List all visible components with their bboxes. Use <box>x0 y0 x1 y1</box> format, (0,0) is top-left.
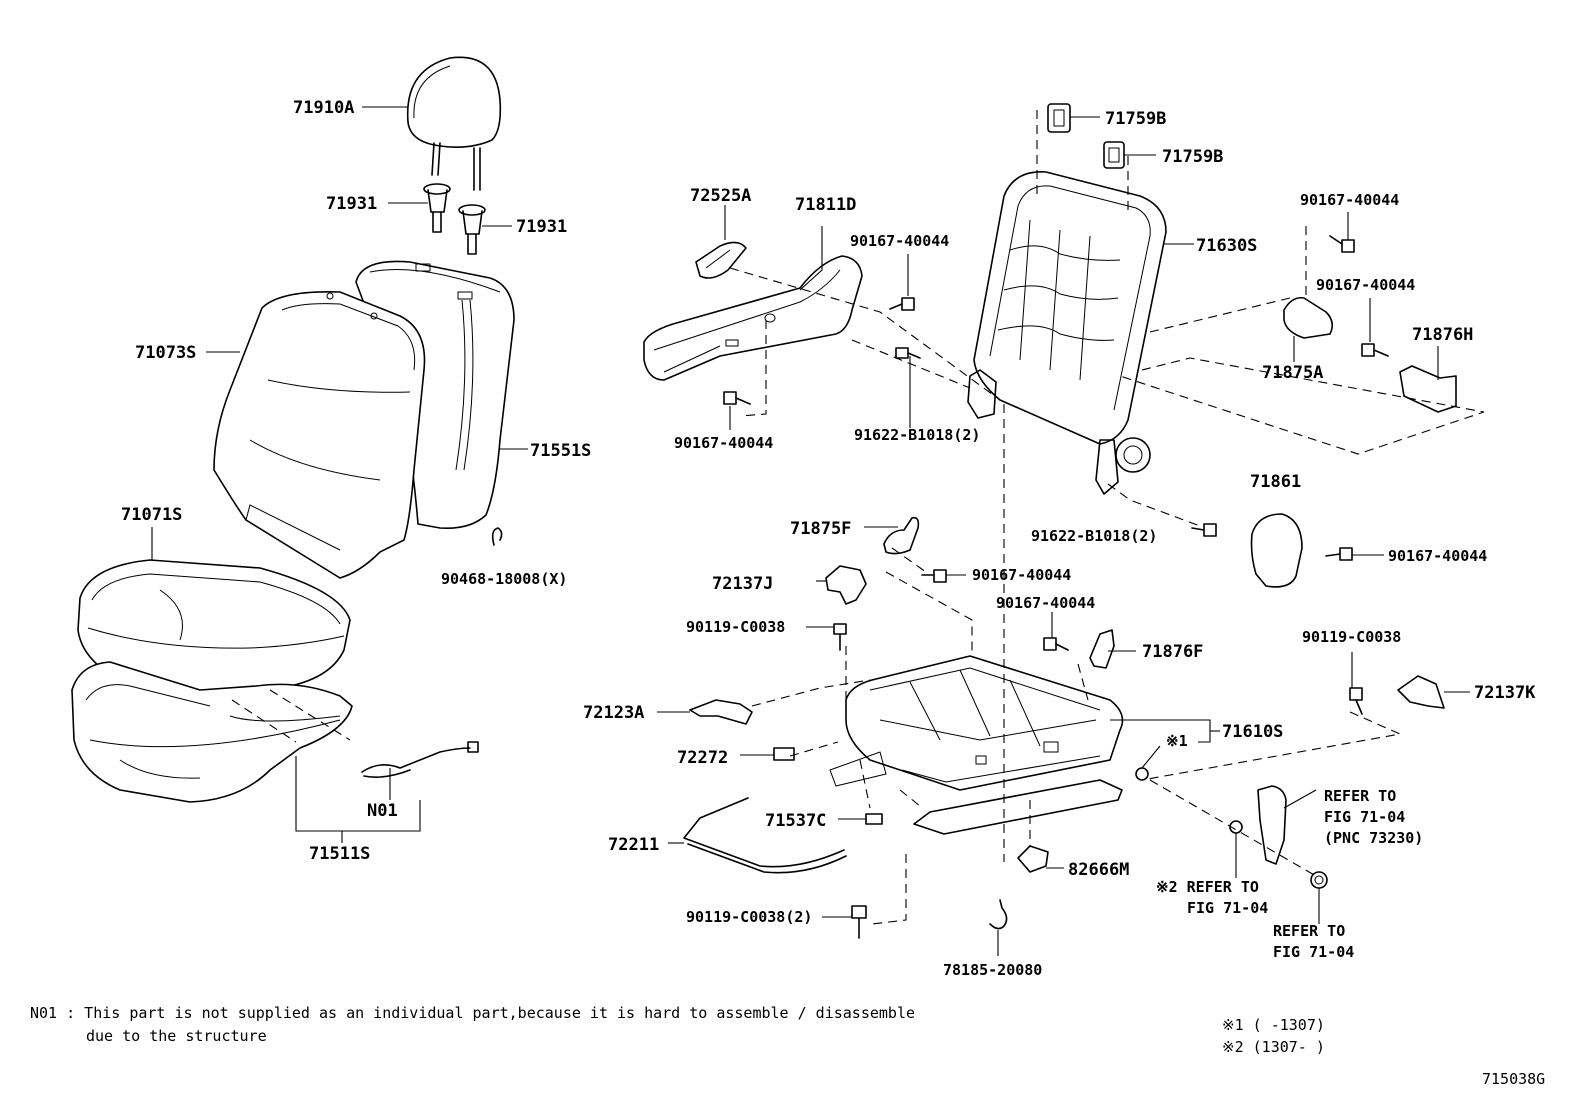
label-screw-shield-upper: 90167-40044 <box>850 232 949 250</box>
label-bolt-frame-lower: 91622-B1018(2) <box>1031 527 1157 545</box>
bracket-j-part <box>816 565 867 605</box>
label-lever-72211: 72211 <box>608 835 659 855</box>
screw-876f-part <box>1043 612 1069 651</box>
screw-right-upper-part <box>1329 212 1355 253</box>
mark1-nut-part <box>1135 745 1161 781</box>
seat-belt-buckle-part <box>1257 785 1317 865</box>
label-clip-72272: 72272 <box>677 748 728 768</box>
label-bracket-k: 72137K <box>1474 683 1536 703</box>
label-bolt-j: 90119-C0038 <box>686 618 785 636</box>
label-headrest-support-left: 71931 <box>326 194 377 214</box>
clip-72272-part <box>740 747 795 761</box>
hinge-cover-f-part <box>864 516 920 555</box>
headrest-part <box>362 56 502 191</box>
label-screw-hinge-f: 90167-40044 <box>972 566 1071 584</box>
label-hinge-cover-outer: 71876H <box>1412 325 1473 345</box>
label-hinge-cover-f: 71875F <box>790 519 851 539</box>
label-back-frame: 71630S <box>1196 236 1257 256</box>
label-recliner-cover: 71861 <box>1250 472 1301 492</box>
figure-id: 715038G <box>1482 1070 1545 1088</box>
recliner-cover-part <box>1250 513 1303 588</box>
bracket-k-part <box>1397 675 1470 709</box>
nut-mark2-part <box>1229 820 1243 878</box>
harness-part <box>361 741 479 800</box>
bolt-frame-lower-part <box>1191 523 1217 537</box>
cover-71759b-2-part <box>1103 141 1156 169</box>
screw-shield-upper-part <box>889 254 915 311</box>
bolt-frame-2-part <box>822 905 867 939</box>
lever-72211-part <box>668 797 847 874</box>
back-cover-part <box>206 291 426 579</box>
label-hook-82666m: 82666M <box>1068 860 1129 880</box>
label-bolt-k: 90119-C0038 <box>1302 628 1401 646</box>
dashed-assembly-lines <box>231 110 1485 925</box>
headrest-support-right-part <box>458 204 512 255</box>
screw-recliner-cover-part <box>1325 547 1384 561</box>
back-frame-part <box>967 171 1194 495</box>
label-hook-78185: 78185-20080 <box>943 961 1042 979</box>
nut-refer-part <box>1310 871 1328 924</box>
label-refer-nut-2: FIG 71-04 <box>1273 943 1354 961</box>
note-mark2-range: ※2 (1307- ) <box>1222 1038 1325 1056</box>
screw-hinge-f-part <box>921 569 966 583</box>
headrest-support-left-part <box>388 183 451 233</box>
label-refer-mark2-1: ※2 REFER TO <box>1156 878 1259 896</box>
label-clip-back: 90468-18008(X) <box>441 570 567 588</box>
label-headrest-support-right: 71931 <box>516 217 567 237</box>
label-back-cover: 71073S <box>135 343 196 363</box>
knob-72123a-part <box>657 699 753 725</box>
label-refer-belt-3: (PNC 73230) <box>1324 829 1423 847</box>
label-cushion-frame: 71610S <box>1222 722 1283 742</box>
label-bolt-frame-upper: 91622-B1018(2) <box>854 426 980 444</box>
part-labels: 71910A 71931 71931 71073S 71551S 71071S … <box>121 98 1536 979</box>
label-bolt-frame-2: 90119-C0038(2) <box>686 908 812 926</box>
label-headrest: 71910A <box>293 98 354 118</box>
label-back-pad: 71551S <box>530 441 591 461</box>
hinge-cover-a-part <box>1283 296 1334 362</box>
hinge-cover-876f-part <box>1089 629 1136 669</box>
label-refer-nut-1: REFER TO <box>1273 922 1345 940</box>
label-hinge-cover-876f: 71876F <box>1142 642 1203 662</box>
label-refer-belt-2: FIG 71-04 <box>1324 808 1405 826</box>
label-side-shield-cover: 72525A <box>690 186 751 206</box>
note-mark1-range: ※1 ( -1307) <box>1222 1016 1325 1034</box>
note-n01-line2: due to the structure <box>86 1027 267 1045</box>
hook-78185-part <box>989 899 1008 956</box>
screw-shield-lower-part <box>723 391 751 430</box>
hook-82666m-part <box>1017 845 1064 873</box>
label-mark1: ※1 <box>1166 732 1188 750</box>
bolt-j-part <box>806 623 847 651</box>
cushion-frame-part <box>829 655 1220 835</box>
label-cover-71759b-1: 71759B <box>1105 109 1166 129</box>
screw-right-middle-part <box>1361 298 1389 357</box>
cushion-pad-part <box>71 661 353 803</box>
label-hinge-cover-a: 71875A <box>1262 363 1323 383</box>
bolt-frame-upper-part <box>895 347 921 428</box>
cushion-assy-bracket <box>295 756 421 843</box>
label-screw-right-middle: 90167-40044 <box>1316 276 1415 294</box>
label-cover-71759b-2: 71759B <box>1162 147 1223 167</box>
cover-71759b-1-part <box>1047 103 1100 133</box>
label-screw-shield-lower: 90167-40044 <box>674 434 773 452</box>
label-cushion-assy: 71511S <box>309 844 370 864</box>
clip-71537c-part <box>838 813 883 825</box>
label-screw-recliner-cover: 90167-40044 <box>1388 547 1487 565</box>
side-shield-cover-part <box>695 205 747 279</box>
side-shield-part <box>643 226 863 381</box>
label-n01-marker: N01 <box>367 801 398 821</box>
footnotes: N01 : This part is not supplied as an in… <box>30 1004 1545 1088</box>
label-seat-cover: 71071S <box>121 505 182 525</box>
label-side-shield: 71811D <box>795 195 856 215</box>
label-refer-mark2-2: FIG 71-04 <box>1187 899 1268 917</box>
label-bracket-j: 72137J <box>712 574 773 594</box>
clip-back-part <box>491 527 503 546</box>
label-refer-belt-1: REFER TO <box>1324 787 1396 805</box>
label-screw-right-upper: 90167-40044 <box>1300 191 1399 209</box>
label-knob-72123a: 72123A <box>583 703 644 723</box>
bolt-k-part <box>1349 652 1363 715</box>
label-screw-876f: 90167-40044 <box>996 594 1095 612</box>
note-n01-line1: N01 : This part is not supplied as an in… <box>30 1004 915 1022</box>
label-clip-71537c: 71537C <box>765 811 826 831</box>
